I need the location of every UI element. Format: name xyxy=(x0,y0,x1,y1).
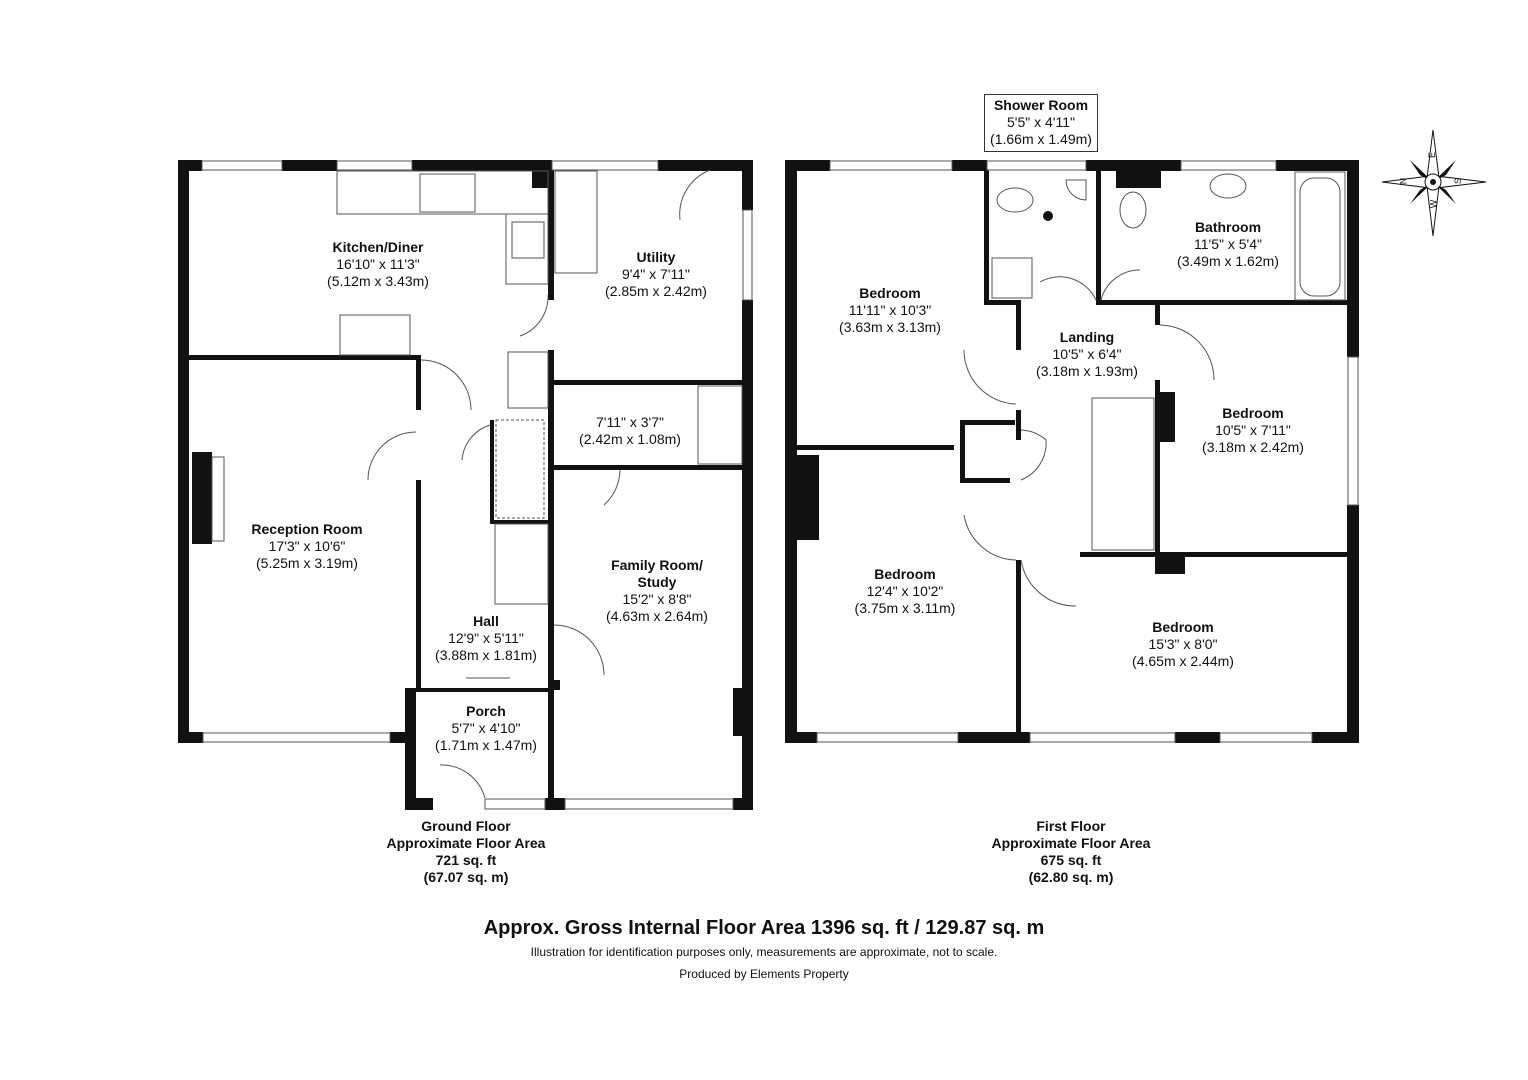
room-dims-metric: (2.42m x 1.08m) xyxy=(579,431,681,447)
room-name-line1: Family Room/ xyxy=(611,557,703,573)
floor-subtitle: Approximate Floor Area xyxy=(386,835,546,851)
ground-floor-caption: Ground Floor Approximate Floor Area 721 … xyxy=(387,818,546,886)
room-name: Bedroom xyxy=(1222,405,1284,421)
room-label-reception-room: Reception Room 17'3" x 10'6" (5.25m x 3.… xyxy=(251,521,362,572)
room-name: Hall xyxy=(473,613,499,629)
room-dims-metric: (5.25m x 3.19m) xyxy=(256,555,358,571)
first-floor-windows-fixtures xyxy=(816,160,1359,743)
room-dims-metric: (3.63m x 3.13m) xyxy=(839,319,941,335)
floor-area-metric: (62.80 sq. m) xyxy=(1028,869,1114,885)
room-name: Reception Room xyxy=(251,521,363,537)
floor-area-metric: (67.07 sq. m) xyxy=(423,869,509,885)
first-floor-plan xyxy=(785,160,1359,743)
room-dims-metric: (3.75m x 3.11m) xyxy=(854,600,956,616)
room-dims-imperial: 10'5" x 6'4" xyxy=(1052,346,1122,362)
room-name: Utility xyxy=(636,249,676,265)
room-name: Porch xyxy=(466,703,506,719)
room-dims-imperial: 9'4" x 7'11" xyxy=(622,266,690,282)
room-dims-imperial: 11'11" x 10'3" xyxy=(848,302,932,318)
floor-title: Ground Floor xyxy=(421,818,511,834)
ground-floor-plan xyxy=(178,160,753,810)
room-dims-metric: (3.88m x 1.81m) xyxy=(435,647,537,663)
room-dims-metric: (4.63m x 2.64m) xyxy=(606,608,708,624)
room-name: Shower Room xyxy=(993,97,1089,113)
room-name-line2: Study xyxy=(637,574,677,590)
room-name: Bathroom xyxy=(1194,219,1262,235)
room-label-landing: Landing 10'5" x 6'4" (3.18m x 1.93m) xyxy=(1036,329,1138,380)
room-dims-metric: (4.65m x 2.44m) xyxy=(1132,653,1234,669)
room-name: Kitchen/Diner xyxy=(332,239,424,255)
room-label-hall: Hall 12'9" x 5'11" (3.88m x 1.81m) xyxy=(435,613,537,664)
room-dims-imperial: 16'10" x 11'3" xyxy=(336,256,420,272)
room-dims-metric: (1.71m x 1.47m) xyxy=(435,737,537,753)
room-label-shower-room: Shower Room 5'5" x 4'11" (1.66m x 1.49m) xyxy=(990,97,1092,148)
first-floor-caption: First Floor Approximate Floor Area 675 s… xyxy=(992,818,1151,886)
room-dims-metric: (5.12m x 3.43m) xyxy=(327,273,429,289)
room-dims-imperial: 15'3" x 8'0" xyxy=(1148,636,1218,652)
room-dims-metric: (1.66m x 1.49m) xyxy=(990,131,1092,147)
compass-letter-n: N xyxy=(1398,177,1409,185)
room-dims-imperial: 5'5" x 4'11" xyxy=(1007,114,1075,130)
room-label-bedroom-4: Bedroom 15'3" x 8'0" (4.65m x 2.44m) xyxy=(1132,619,1234,670)
room-name: Bedroom xyxy=(1152,619,1214,635)
floor-area-imperial: 675 sq. ft xyxy=(1040,852,1102,868)
room-dims-imperial: 5'7" x 4'10" xyxy=(451,720,521,736)
room-dims-imperial: 7'11" x 3'7" xyxy=(596,414,664,430)
room-label-porch: Porch 5'7" x 4'10" (1.71m x 1.47m) xyxy=(435,703,537,754)
room-label-bedroom-3: Bedroom 12'4" x 10'2" (3.75m x 3.11m) xyxy=(855,566,956,617)
room-dims-metric: (2.85m x 2.42m) xyxy=(605,283,707,299)
room-label-store: 7'11" x 3'7" (2.42m x 1.08m) xyxy=(579,414,681,448)
disclaimer-text: Illustration for identification purposes… xyxy=(530,945,998,959)
compass-letter-s: S xyxy=(1453,177,1464,185)
room-label-kitchen-diner: Kitchen/Diner 16'10" x 11'3" (5.12m x 3.… xyxy=(327,239,429,290)
room-dims-metric: (3.49m x 1.62m) xyxy=(1177,253,1279,269)
room-label-bedroom-2: Bedroom 10'5" x 7'11" (3.18m x 2.42m) xyxy=(1202,405,1304,456)
compass-rose xyxy=(1381,129,1487,237)
room-dims-metric: (3.18m x 1.93m) xyxy=(1036,363,1138,379)
floor-title: First Floor xyxy=(1036,818,1106,834)
room-dims-imperial: 10'5" x 7'11" xyxy=(1215,422,1291,438)
room-label-family-room-study: Family Room/ Study 15'2" x 8'8" (4.63m x… xyxy=(606,557,708,625)
floor-subtitle: Approximate Floor Area xyxy=(991,835,1151,851)
producer-credit: Produced by Elements Property xyxy=(679,967,849,981)
room-dims-metric: (3.18m x 2.42m) xyxy=(1202,439,1304,455)
room-label-bedroom-1: Bedroom 11'11" x 10'3" (3.63m x 3.13m) xyxy=(839,285,941,336)
room-dims-imperial: 17'3" x 10'6" xyxy=(268,538,346,554)
room-name: Bedroom xyxy=(874,566,936,582)
room-dims-imperial: 12'4" x 10'2" xyxy=(866,583,944,599)
room-name: Landing xyxy=(1059,329,1115,345)
compass-letter-w: W xyxy=(1428,199,1439,209)
room-dims-imperial: 11'5" x 5'4" xyxy=(1194,236,1262,252)
room-dims-imperial: 12'9" x 5'11" xyxy=(448,630,524,646)
gross-floor-area: Approx. Gross Internal Floor Area 1396 s… xyxy=(483,917,1045,939)
room-label-utility: Utility 9'4" x 7'11" (2.85m x 2.42m) xyxy=(605,249,707,300)
compass-letter-e: E xyxy=(1427,151,1438,159)
room-dims-imperial: 15'2" x 8'8" xyxy=(622,591,692,607)
shower-room-label-box xyxy=(984,94,1098,152)
room-label-bathroom: Bathroom 11'5" x 5'4" (3.49m x 1.62m) xyxy=(1177,219,1279,270)
ground-floor-windows-fixtures xyxy=(201,160,753,810)
room-name: Bedroom xyxy=(859,285,921,301)
floor-area-imperial: 721 sq. ft xyxy=(435,852,497,868)
